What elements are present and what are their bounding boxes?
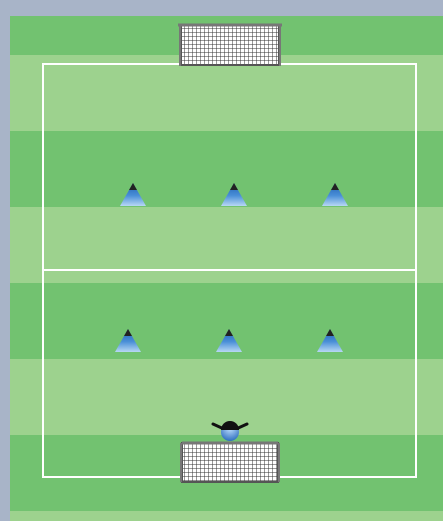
stripe (10, 55, 443, 131)
top-goal (178, 25, 282, 66)
bottom-goal (181, 443, 279, 482)
top-frame (0, 0, 443, 16)
stripe (10, 511, 443, 521)
stripe (10, 207, 443, 283)
stripe (10, 131, 443, 207)
